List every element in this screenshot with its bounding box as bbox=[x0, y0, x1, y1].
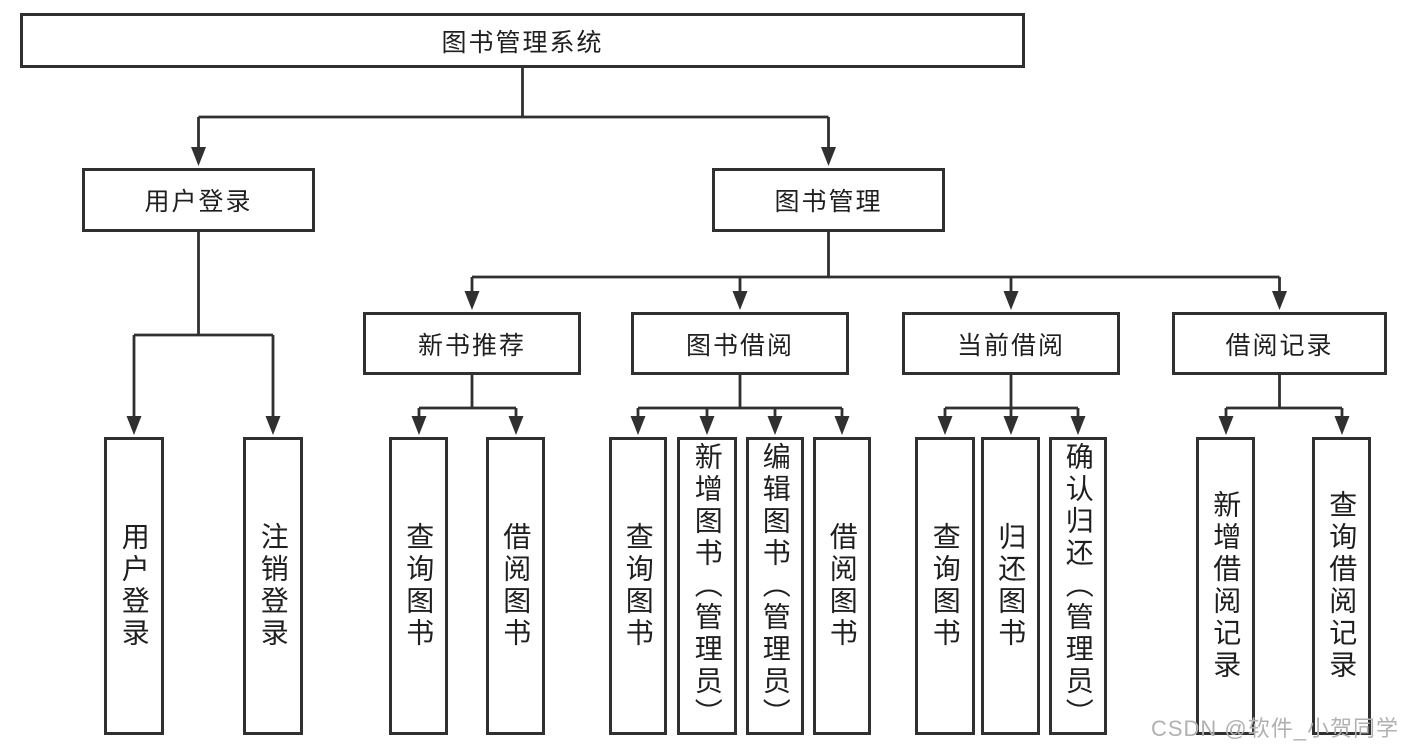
leaf-label: 新增借阅记录 bbox=[1210, 490, 1242, 682]
node-book-borrowing: 图书借阅 bbox=[631, 312, 849, 375]
leaf-borrow-books-2: 借阅图书 bbox=[813, 437, 871, 735]
node-library-management-system: 图书管理系统 bbox=[20, 13, 1025, 68]
leaf-add-books-admin: 新增图书（管理员） bbox=[677, 437, 737, 735]
leaf-label: 查询图书 bbox=[622, 522, 654, 650]
arrowheads bbox=[126, 147, 1350, 435]
leaf-add-borrow-record: 新增借阅记录 bbox=[1196, 437, 1255, 735]
leaf-user-login: 用户登录 bbox=[104, 437, 164, 735]
leaf-edit-books-admin: 编辑图书（管理员） bbox=[746, 437, 804, 735]
node-book-management: 图书管理 bbox=[712, 168, 945, 232]
leaf-label: 查询图书 bbox=[929, 522, 961, 650]
leaf-confirm-return-admin: 确认归还（管理员） bbox=[1049, 437, 1107, 735]
leaf-label: 编辑图书（管理员） bbox=[759, 442, 791, 730]
leaf-query-borrow-record: 查询借阅记录 bbox=[1312, 437, 1371, 735]
leaf-label: 借阅图书 bbox=[500, 522, 532, 650]
leaf-label: 确认归还（管理员） bbox=[1062, 442, 1094, 730]
node-user-login: 用户登录 bbox=[82, 168, 315, 232]
leaf-label: 查询图书 bbox=[403, 522, 435, 650]
node-current-borrowing: 当前借阅 bbox=[902, 312, 1120, 375]
leaf-label: 归还图书 bbox=[995, 522, 1027, 650]
node-new-book-recommend: 新书推荐 bbox=[363, 312, 581, 375]
leaf-label: 注销登录 bbox=[257, 522, 289, 650]
csdn-watermark: CSDN @软件_小贺同学 bbox=[1150, 716, 1399, 741]
leaf-borrow-books-1: 借阅图书 bbox=[486, 437, 545, 735]
leaf-query-books-1: 查询图书 bbox=[389, 437, 448, 735]
leaf-return-books: 归还图书 bbox=[981, 437, 1040, 735]
leaf-query-books-2: 查询图书 bbox=[609, 437, 667, 735]
leaf-label: 用户登录 bbox=[118, 522, 150, 650]
connector-strokes bbox=[132, 68, 1344, 421]
leaf-label: 查询借阅记录 bbox=[1326, 490, 1358, 682]
leaf-label: 借阅图书 bbox=[826, 522, 858, 650]
leaf-label: 新增图书（管理员） bbox=[691, 442, 723, 730]
node-borrowing-records: 借阅记录 bbox=[1172, 312, 1387, 375]
leaf-query-books-3: 查询图书 bbox=[915, 437, 975, 735]
leaf-logout: 注销登录 bbox=[243, 437, 303, 735]
